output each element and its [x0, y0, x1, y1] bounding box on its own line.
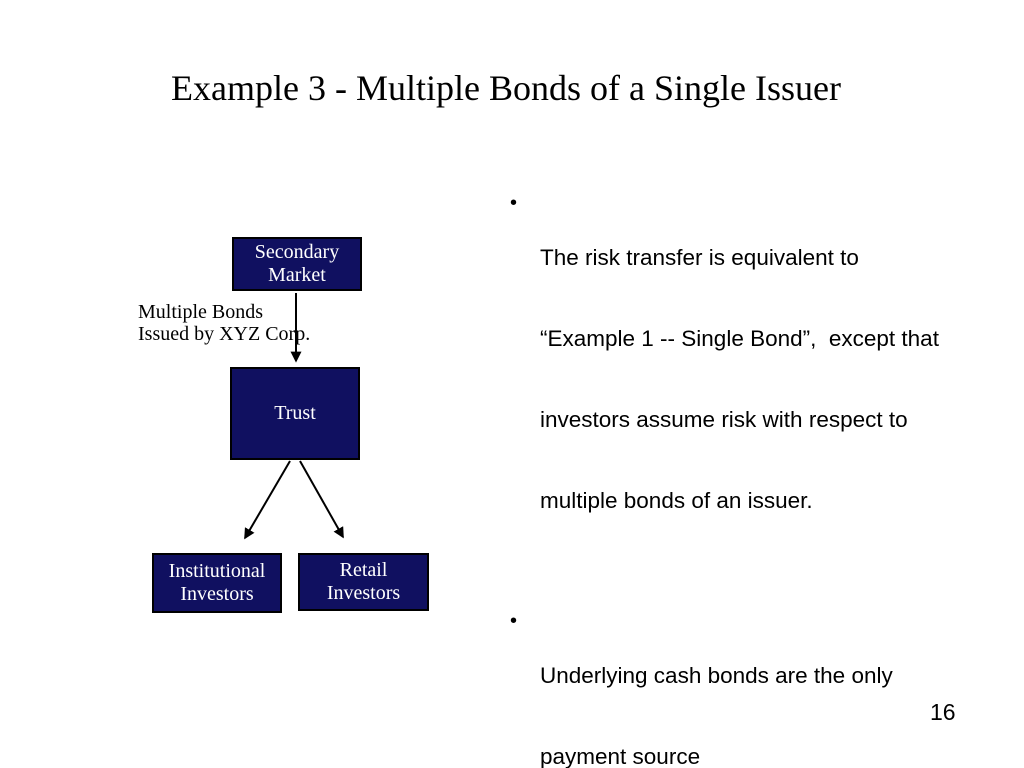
node-trust-line1: Trust	[274, 402, 316, 424]
node-secondary-market-line2: Market	[268, 264, 326, 286]
bullet-1-line-1: The risk transfer is equivalent to	[540, 245, 859, 270]
node-retail-investors: Retail Investors	[298, 553, 429, 611]
bullet-marker: •	[510, 192, 518, 214]
bullet-1-line-4: multiple bonds of an issuer.	[540, 488, 813, 513]
node-retail-line1: Retail	[339, 559, 388, 581]
node-secondary-market-line1: Secondary	[254, 241, 340, 263]
bullet-item-2: • Underlying cash bonds are the only pay…	[510, 608, 950, 768]
bullet-text-1: The risk transfer is equivalent to “Exam…	[540, 190, 950, 568]
node-institutional-line2: Investors	[180, 583, 254, 605]
bullet-list: • The risk transfer is equivalent to “Ex…	[510, 190, 950, 768]
bullet-1-line-3: investors assume risk with respect to	[540, 407, 908, 432]
bullet-2-line-2: payment source	[540, 744, 701, 768]
node-secondary-market: Secondary Market	[232, 237, 362, 291]
bullet-marker: •	[510, 610, 518, 632]
slide-title: Example 3 - Multiple Bonds of a Single I…	[171, 68, 841, 108]
node-retail-line2: Investors	[326, 582, 401, 604]
page-number: 16	[930, 699, 956, 725]
bullet-item-1: • The risk transfer is equivalent to “Ex…	[510, 190, 950, 568]
bullet-2-line-1: Underlying cash bonds are the only	[540, 663, 893, 688]
multiple-bonds-label-line1: Multiple Bonds	[138, 301, 264, 323]
node-trust: Trust	[230, 367, 360, 460]
node-institutional-line1: Institutional	[168, 560, 266, 582]
bullet-1-line-2: “Example 1 -- Single Bond”, except that	[540, 326, 939, 351]
multiple-bonds-label-line2: Issued by XYZ Corp.	[138, 323, 311, 345]
node-institutional-investors: Institutional Investors	[152, 553, 282, 613]
bullet-text-2: Underlying cash bonds are the only payme…	[540, 608, 950, 768]
multiple-bonds-label: Multiple Bonds Issued by XYZ Corp.	[138, 301, 310, 345]
